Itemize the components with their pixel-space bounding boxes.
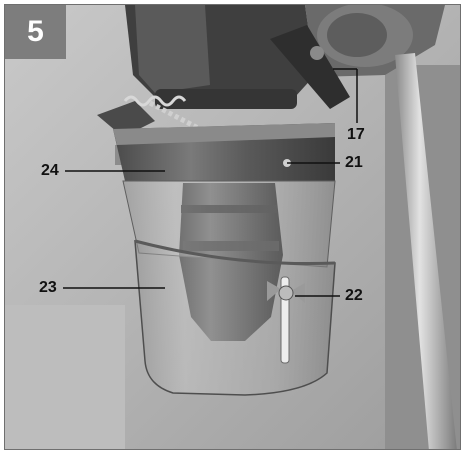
- callout-24: 24: [41, 162, 59, 179]
- figure-frame: 5 17 21 22 23 24: [4, 4, 461, 450]
- callout-23: 23: [39, 279, 57, 296]
- callout-17: 17: [347, 126, 365, 143]
- drill-press-chuck-guard-photo: [5, 5, 460, 449]
- callout-21: 21: [345, 154, 363, 171]
- callout-22: 22: [345, 287, 363, 304]
- figure-number-badge: 5: [5, 5, 66, 59]
